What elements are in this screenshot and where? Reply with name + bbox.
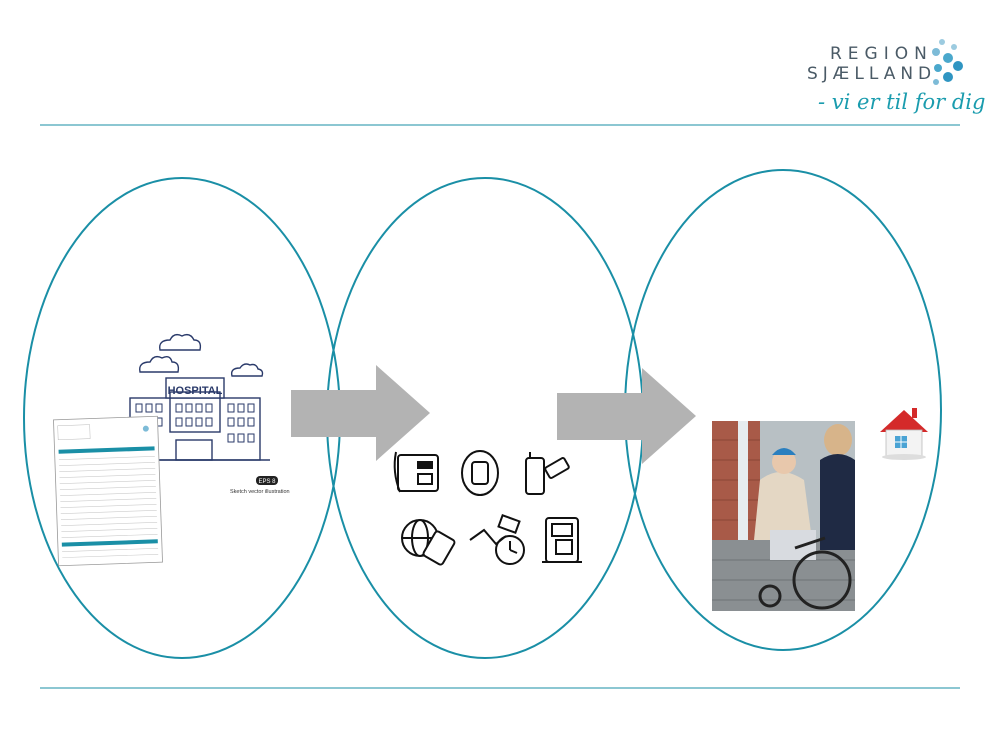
cloud-icon (140, 357, 179, 372)
globe-mobile-icon (402, 520, 456, 566)
wheelchair-photo (712, 421, 855, 611)
logo-sjaelland-text: SJÆLLAND (807, 64, 936, 84)
logo-dots-icon (932, 39, 963, 85)
house-icon (880, 408, 928, 460)
wall-phone-icon (462, 451, 498, 495)
card-terminal-icon (542, 518, 582, 562)
arrow-right-1 (291, 365, 430, 461)
hospital-sign: HOSPITAL (168, 385, 223, 397)
hospital-caption: Sketch vector illustration (230, 489, 290, 495)
cloud-icon (232, 364, 263, 376)
form-document-thumbnail (53, 416, 162, 566)
satellite-clock-icon (470, 515, 524, 564)
logo-region-text: REGION (830, 44, 933, 64)
eps-badge: EPS 8 (258, 479, 276, 485)
cloud-icon (160, 335, 201, 350)
communication-icons (395, 451, 582, 566)
logo-tagline: - vi er til for dig (818, 90, 985, 114)
fax-phone-icon (395, 452, 438, 492)
mobile-usb-icon (526, 452, 570, 494)
